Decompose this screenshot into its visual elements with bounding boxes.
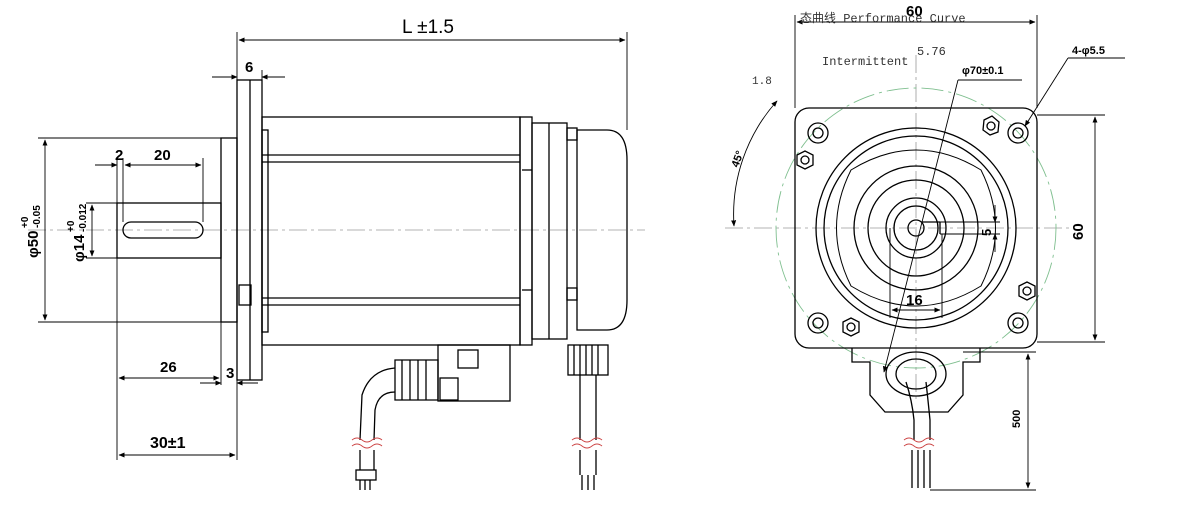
hex-screw-left — [796, 150, 814, 170]
keyway — [122, 221, 204, 239]
dim-flange-thickness: 6 — [245, 59, 253, 76]
shaft — [116, 202, 222, 259]
dim-cable-length: 500 — [1011, 410, 1023, 428]
hex-screw-bottom — [842, 317, 860, 337]
power-connector — [351, 344, 511, 490]
rear-end-cap — [519, 116, 533, 346]
dim-flange-height: 60 — [1070, 223, 1087, 240]
dim-key-depth: 16 — [906, 292, 923, 309]
dim-length: L ±1.5 — [402, 17, 454, 38]
encoder-connector — [567, 344, 609, 490]
dim-total-shaft: 30±1 — [150, 435, 186, 452]
dim-flange-width: 60 — [906, 3, 923, 20]
mounting-hole-tl — [807, 122, 829, 144]
dim-boss-height: 3 — [226, 365, 234, 382]
dim-shaft-diameter: φ14 — [71, 234, 88, 262]
dim-shaft-length: 26 — [160, 359, 177, 376]
dim-shaft-tol-lower: -0.012 — [78, 203, 89, 232]
mounting-hole-br — [1007, 312, 1029, 334]
connector-block — [851, 348, 981, 413]
housing-circle — [815, 127, 1017, 329]
dim-pilot-diameter: φ50 — [25, 231, 42, 258]
overlay-small: 1.8 — [752, 76, 772, 88]
dim-pilot-tol-lower: -0.05 — [32, 205, 43, 228]
mounting-hole-tr — [1007, 122, 1029, 144]
flange-lug-bottom — [238, 284, 252, 306]
side-view — [28, 79, 645, 490]
flange-recess — [836, 149, 996, 307]
front-dimension-lines — [731, 15, 1125, 491]
dim-mounting-holes: 4-φ5.5 — [1072, 45, 1105, 57]
hex-screw-top — [982, 115, 1000, 136]
encoder-cover — [576, 129, 628, 331]
dim-keyway-length: 20 — [154, 147, 171, 164]
overlay-value: 5.76 — [917, 45, 946, 59]
dim-shaft-tol-upper: +0 — [66, 220, 77, 232]
dim-key-height: 5 — [979, 229, 994, 236]
dim-shaft-step: 2 — [115, 147, 123, 164]
hex-screw-right — [1018, 281, 1036, 301]
dim-bore-diameter: φ70±0.1 — [962, 65, 1003, 77]
side-dimension-lines — [38, 32, 628, 460]
square-flange — [794, 107, 1038, 349]
bolt-circle — [775, 87, 1057, 369]
shaft-end — [907, 219, 925, 237]
front-view — [725, 55, 1070, 488]
dim-pilot-tol-upper: +0 — [20, 216, 31, 228]
dim-angle: 45° — [730, 149, 747, 169]
mounting-hole-bl — [807, 312, 829, 334]
overlay-intermittent: Intermittent — [822, 55, 908, 69]
overlay-title: 态曲线 Performance Curve — [800, 11, 966, 26]
shaft-pilot — [885, 197, 947, 259]
motor-body — [261, 116, 521, 346]
